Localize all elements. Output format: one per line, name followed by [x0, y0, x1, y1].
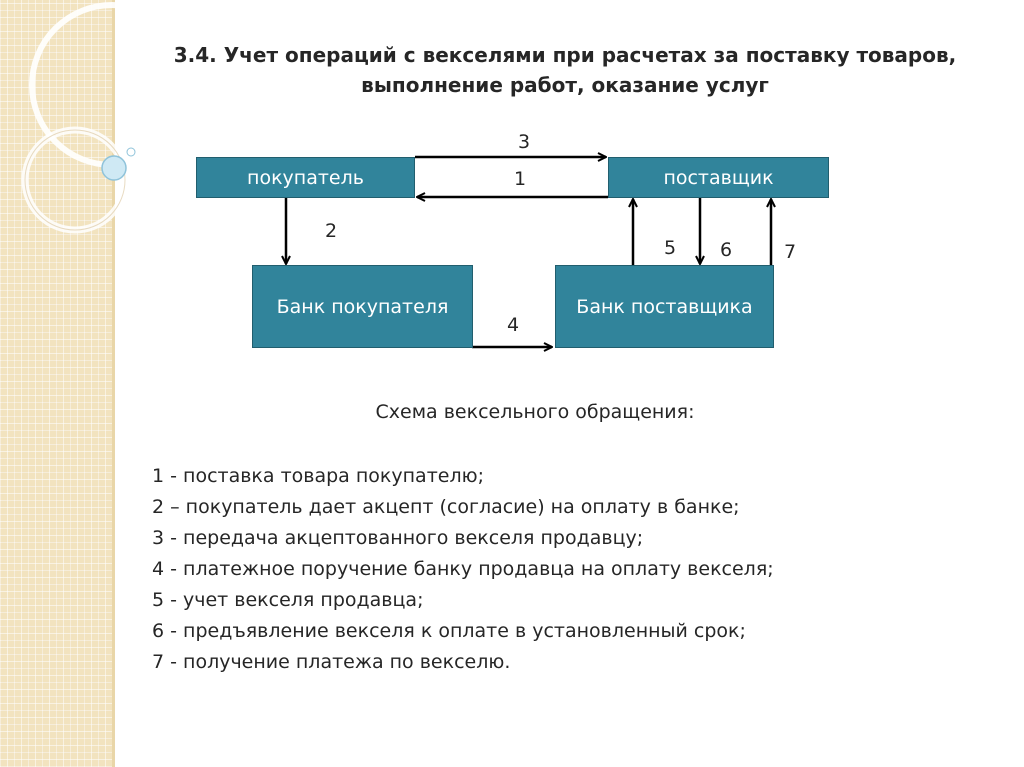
node-supplier-bank: Банк поставщика — [555, 265, 774, 348]
legend-item: 4 - платежное поручение банку продавца н… — [152, 558, 774, 580]
node-buyer: покупатель — [196, 157, 415, 198]
edge-label-1: 1 — [514, 168, 527, 190]
bubble-small — [126, 147, 136, 157]
slide-title: 3.4. Учет операций с векселями при расче… — [150, 40, 980, 100]
legend-item: 3 - передача акцептованного векселя прод… — [152, 527, 644, 549]
title-line-2: выполнение работ, оказание услуг — [361, 73, 769, 97]
decorative-side-panel — [0, 0, 112, 767]
edge-label-4: 4 — [507, 314, 520, 336]
diagram-caption: Схема вексельного обращения: — [375, 401, 695, 423]
node-supplier: поставщик — [608, 157, 829, 198]
edge-label-2: 2 — [325, 220, 338, 242]
edge-label-5: 5 — [664, 237, 677, 259]
legend-item: 7 - получение платежа по векселю. — [152, 651, 511, 673]
node-buyer-bank: Банк покупателя — [252, 265, 473, 348]
edge-label-6: 6 — [720, 239, 733, 261]
side-panel-edge — [112, 0, 115, 767]
legend-item: 2 – покупатель дает акцепт (согласие) на… — [152, 496, 740, 518]
legend-list: 1 - поставка товара покупателю; 2 – поку… — [152, 461, 774, 678]
title-line-1: 3.4. Учет операций с векселями при расче… — [173, 43, 957, 67]
legend-item: 1 - поставка товара покупателю; — [152, 465, 484, 487]
legend-item: 6 - предъявление векселя к оплате в уста… — [152, 620, 746, 642]
bubble-large — [101, 155, 127, 181]
legend-item: 5 - учет векселя продавца; — [152, 589, 424, 611]
decorative-rings — [21, 2, 160, 234]
edge-label-7: 7 — [784, 241, 797, 263]
ring-small-outline — [24, 129, 126, 231]
edge-label-3: 3 — [518, 131, 531, 153]
